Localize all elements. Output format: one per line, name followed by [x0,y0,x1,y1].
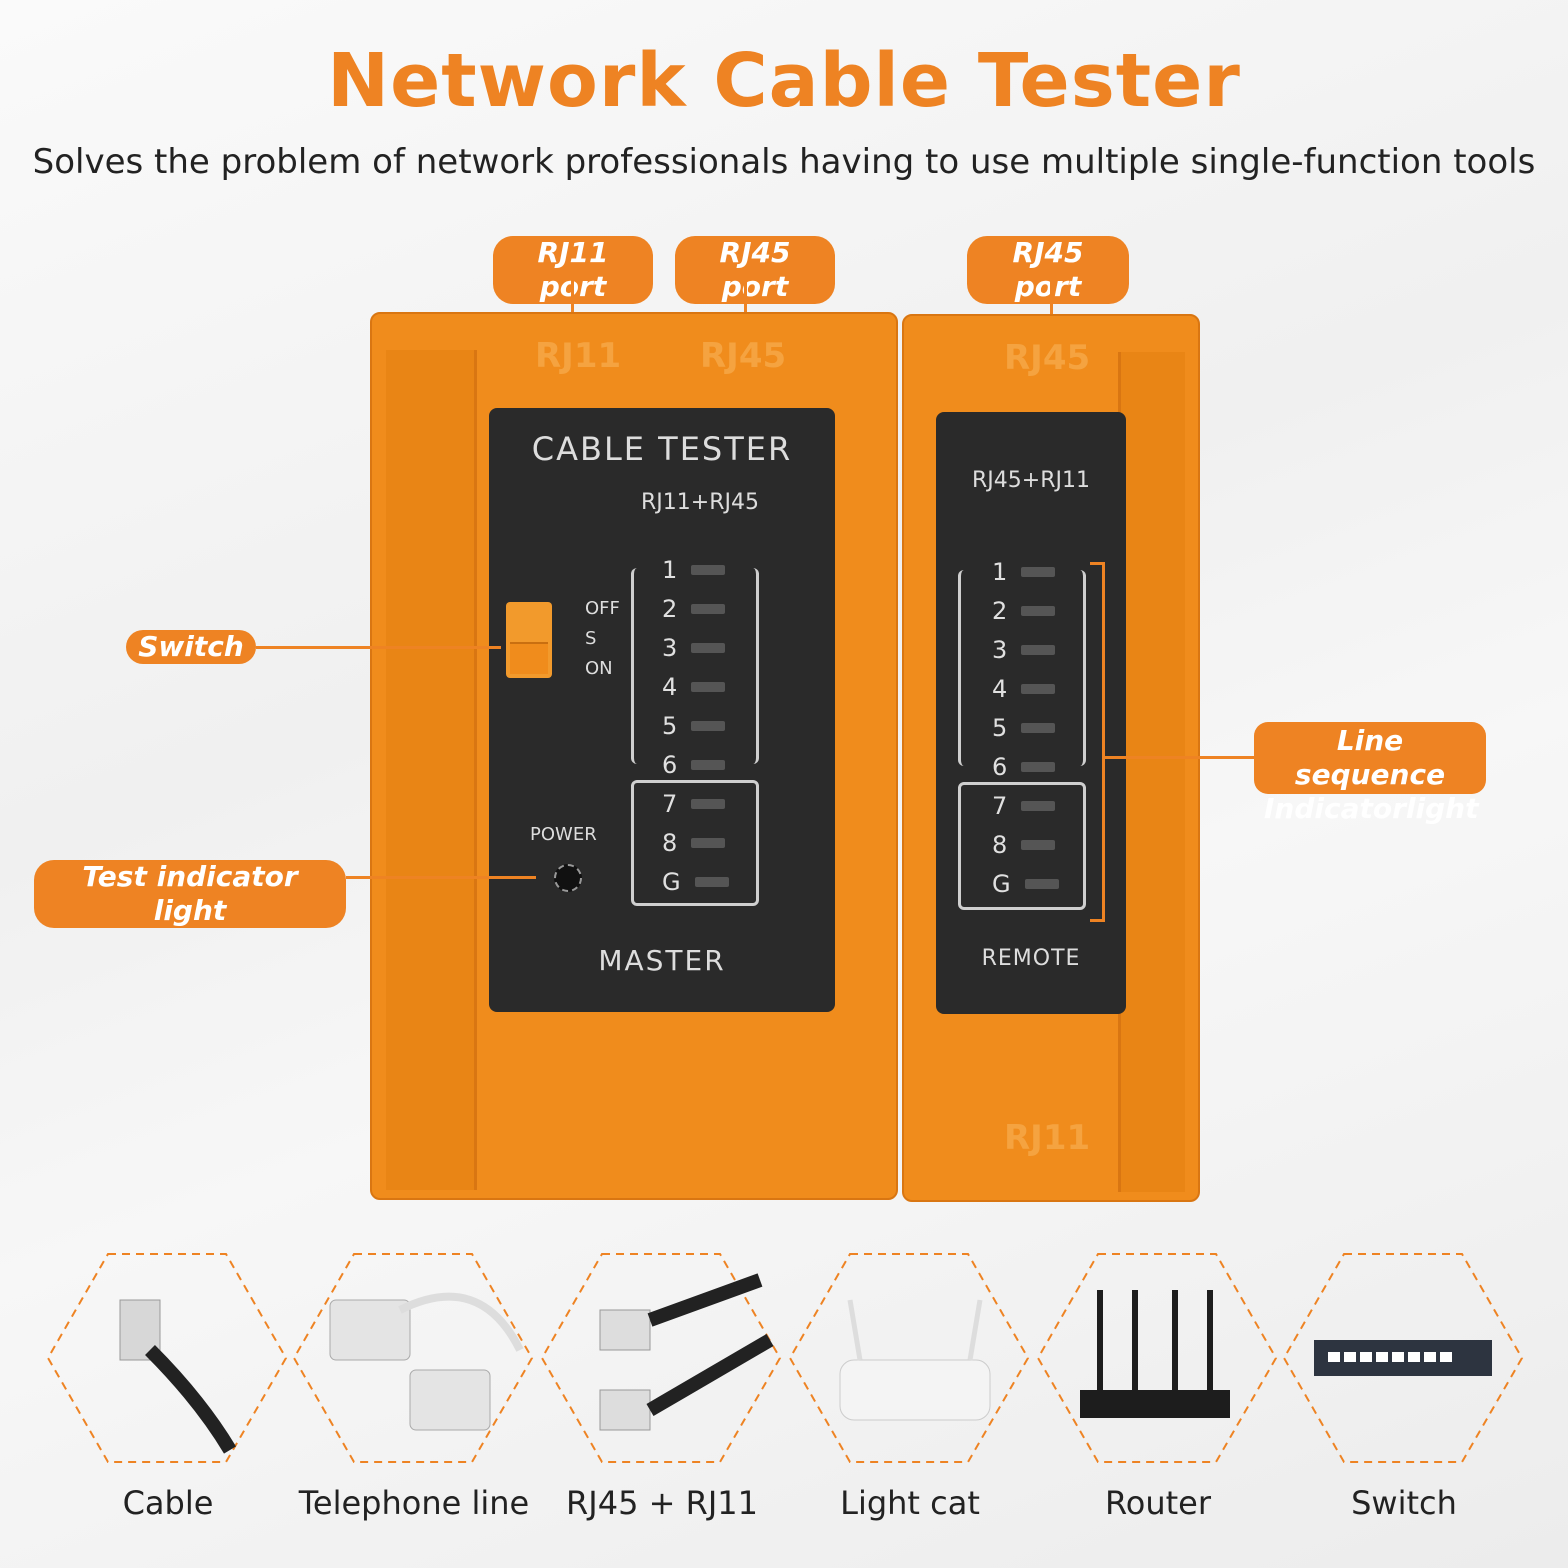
switch-icon [1314,1340,1492,1376]
page-subtitle: Solves the problem of network profession… [32,142,1536,182]
leader-line [1104,756,1256,759]
hexagon-frame [1036,1253,1278,1463]
led-indicator: 2 [662,595,726,623]
category-label: RJ45 + RJ11 [566,1484,758,1522]
grip [386,350,477,1190]
panel-subtitle: RJ11+RJ45 [641,490,759,515]
rj45-rj11-icon [599,1273,774,1431]
hexagon-frame [540,1253,782,1463]
leader-line [346,876,536,879]
callout-rj45-port-master: RJ45 port [675,236,835,304]
category-label: Telephone line [298,1484,530,1522]
callout-switch: Switch [126,630,256,664]
power-led-icon [554,864,582,892]
led-indicator: 6 [662,751,726,779]
led-indicator: 6 [992,753,1056,781]
panel-footer-remote: REMOTE [981,946,1081,971]
compatibility-hexagons [46,1253,1524,1463]
led-indicator: 7 [662,790,726,818]
led-indicator: 1 [662,556,726,584]
led-indicator: 4 [662,673,726,701]
led-indicator: 8 [992,831,1056,859]
led-indicator: 1 [992,558,1056,586]
cable-icon [119,1299,237,1454]
callout-rj45-port-remote: RJ45 port [967,236,1129,304]
light-cat-icon [839,1299,991,1421]
hexagon-frame [46,1253,288,1463]
panel-title: CABLE TESTER [531,430,793,468]
leader-line [744,270,747,330]
hexagon-frame [1282,1253,1524,1463]
telephone-line-icon [329,1292,524,1431]
callout-line-sequence: Line sequence Indicatorlight [1254,722,1486,825]
led-bracket-7-g [631,780,759,906]
led-indicator: 3 [662,634,726,662]
category-label: Switch [1351,1484,1457,1522]
led-indicator: 8 [662,829,726,857]
hexagon-frame [788,1253,1030,1463]
remote-panel-subtitle: RJ45+RJ11 [972,468,1090,493]
led-bracket-1-6 [631,568,759,764]
grip [1118,352,1185,1192]
led-bracket-1-6-remote [958,570,1086,766]
emboss-rj45: RJ45 [700,336,787,376]
switch-s-label: S [585,628,597,649]
led-range-bracket [1090,562,1105,922]
led-indicator: G [992,870,1059,898]
switch-off-label: OFF [585,598,620,619]
emboss-rj45-remote: RJ45 [1004,338,1091,378]
led-bracket-7-g-remote [958,782,1086,910]
leader-line [571,270,574,330]
emboss-rj11: RJ11 [535,336,622,376]
master-panel [489,408,835,1012]
category-label: Cable [122,1484,214,1522]
callout-test-indicator: Test indicator light [34,860,346,928]
mode-switch[interactable] [506,602,552,678]
led-indicator: 3 [992,636,1056,664]
remote-panel [936,412,1126,1014]
category-label: Light cat [840,1484,980,1522]
switch-on-label: ON [585,658,613,679]
led-indicator: 5 [992,714,1056,742]
category-label: Router [1104,1484,1212,1522]
router-icon [1080,1290,1230,1418]
led-indicator: 7 [992,792,1056,820]
led-indicator: 5 [662,712,726,740]
hexagon-frame [292,1253,534,1463]
panel-footer-master: MASTER [598,944,726,977]
emboss-rj11-remote: RJ11 [1004,1118,1091,1158]
power-label: POWER [530,824,597,845]
leader-line [1050,270,1053,330]
led-indicator: G [662,868,729,896]
led-indicator: 4 [992,675,1056,703]
page-title: Network Cable Tester [327,38,1241,124]
led-indicator: 2 [992,597,1056,625]
leader-line [256,646,501,649]
